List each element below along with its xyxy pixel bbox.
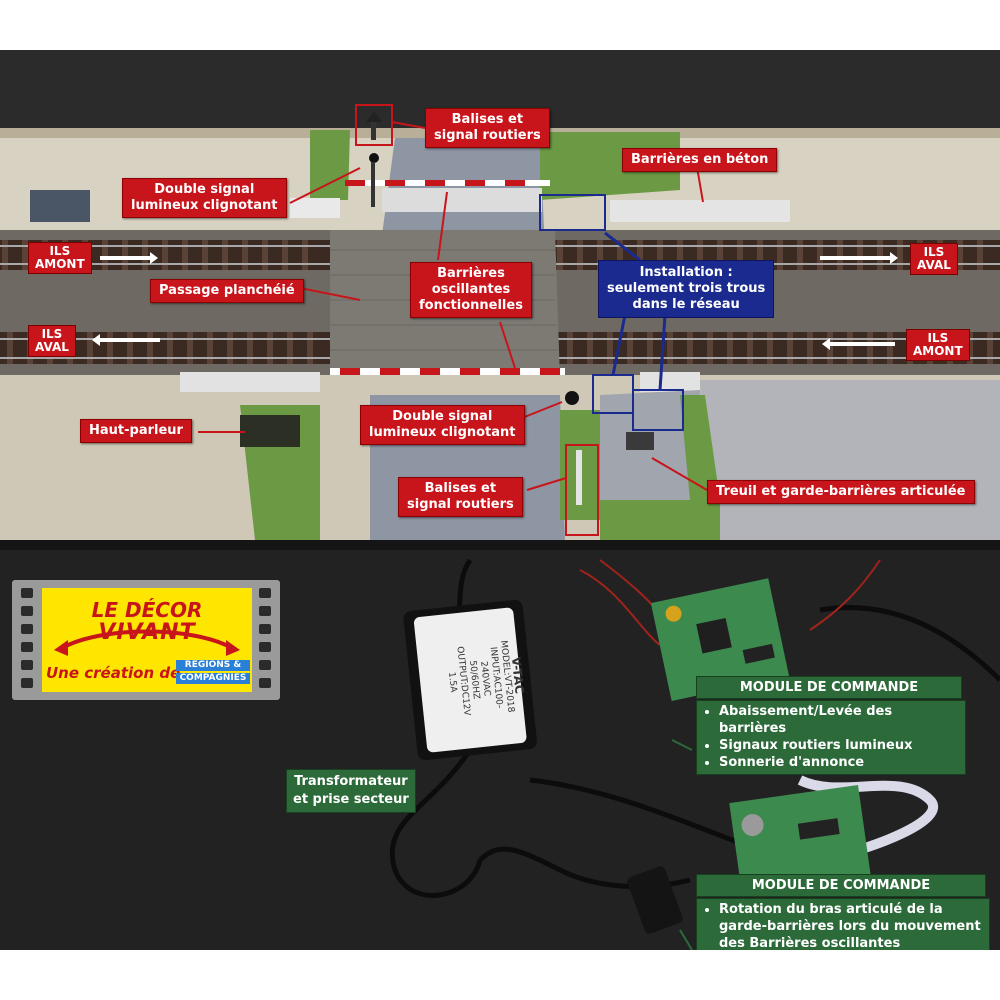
module2-body: Rotation du bras articulé de la garde-ba… — [696, 898, 990, 950]
label-double-signal-bottom: Double signal lumineux clignotant — [360, 405, 525, 445]
module2-title: MODULE DE COMMANDE — [696, 874, 986, 897]
label-double-signal-top: Double signal lumineux clignotant — [122, 178, 287, 218]
electronics-drawing — [389, 558, 1000, 950]
label-treuil: Treuil et garde-barrières articulée — [707, 480, 975, 504]
label-ils-amont-right: ILS AMONT — [906, 329, 970, 361]
logo-brand1: REGIONS & — [176, 660, 250, 671]
module1-title: MODULE DE COMMANDE — [696, 676, 962, 699]
label-barrieres-oscillantes: Barrières oscillantes fonctionnelles — [410, 262, 532, 318]
module2-item: Rotation du bras articulé de la garde-ba… — [719, 901, 981, 950]
label-balises-bottom: Balises et signal routiers — [398, 477, 523, 517]
logo-decor-vivant: LE DÉCOR VIVANT Une création de REGIONS … — [12, 580, 280, 700]
adapter-label: V-TAC MODEL:VT-2018 INPUT:AC100-240VAC 5… — [441, 630, 527, 728]
diorama-drawing — [0, 50, 1000, 550]
logo-line2: VIVANT — [98, 620, 196, 645]
module1-item: Abaissement/Levée des barrières — [719, 703, 957, 737]
logo-arrow — [54, 629, 240, 656]
module1-item: Sonnerie d'annonce — [719, 754, 957, 771]
label-ils-aval-left: ILS AVAL — [28, 325, 76, 357]
label-installation: Installation : seulement trois trous dan… — [598, 260, 775, 318]
label-transformateur: Transformateur et prise secteur — [286, 769, 416, 813]
logo-line3: Une création de — [46, 664, 181, 682]
logo-film: LE DÉCOR VIVANT Une création de REGIONS … — [42, 588, 252, 692]
label-passage-planchee: Passage planchéié — [150, 279, 304, 303]
label-ils-aval-right: ILS AVAL — [910, 243, 958, 275]
label-ils-amont-left: ILS AMONT — [28, 242, 92, 274]
label-haut-parleur: Haut-parleur — [80, 419, 192, 443]
logo-brand2: COMPAGNIES — [176, 673, 250, 684]
label-balises-top: Balises et signal routiers — [425, 108, 550, 148]
railway-diorama: Balises et signal routiers Barrières en … — [0, 50, 1000, 550]
electronics-area: V-TAC MODEL:VT-2018 INPUT:AC100-240VAC 5… — [0, 550, 1000, 950]
module1-item: Signaux routiers lumineux — [719, 737, 957, 754]
module1-body: Abaissement/Levée des barrières Signaux … — [696, 700, 966, 775]
label-barrieres-beton: Barrières en béton — [622, 148, 778, 172]
logo-line1: LE DÉCOR — [91, 598, 203, 622]
photo: Balises et signal routiers Barrières en … — [0, 50, 1000, 950]
